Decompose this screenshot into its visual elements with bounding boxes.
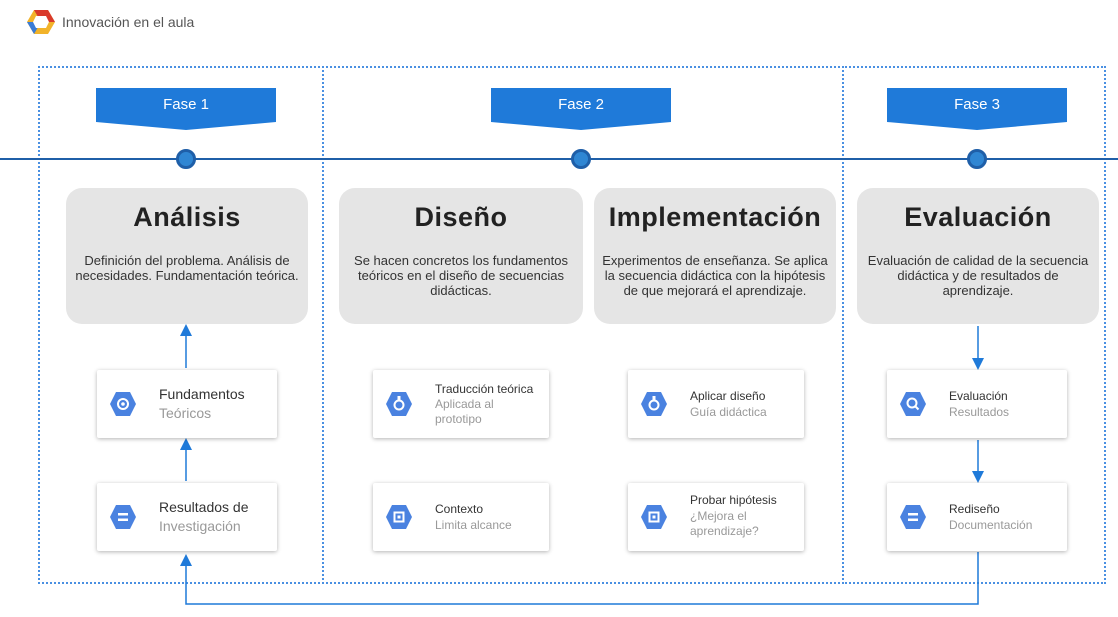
card-rediseno: Rediseño Documentación	[887, 483, 1067, 551]
timeline-line	[0, 158, 1118, 160]
stage-diseno: Diseño Se hacen concretos los fundamento…	[339, 188, 583, 324]
banner-shape	[491, 88, 671, 130]
card-title: Fundamentos	[159, 386, 245, 402]
card-title: Contexto	[435, 502, 484, 516]
card-subtitle-line2: prototipo	[435, 412, 482, 426]
phase-label: Fase 2	[558, 96, 604, 113]
phase-panel-3	[842, 66, 1106, 584]
chip-icon	[386, 505, 412, 529]
flask-icon	[386, 392, 412, 416]
card-aplicar-diseno: Aplicar diseño Guía didáctica	[628, 370, 804, 438]
chip-icon	[641, 505, 667, 529]
card-traduccion: Traducción teórica Aplicada al prototipo	[373, 370, 549, 438]
stage-description: Evaluación de calidad de la secuencia di…	[867, 253, 1089, 298]
equals-icon	[900, 505, 926, 529]
card-subtitle: Guía didáctica	[690, 405, 767, 419]
stage-title: Evaluación	[904, 202, 1052, 232]
equals-icon	[110, 505, 136, 529]
stage-title: Análisis	[133, 202, 241, 232]
timeline-node-2	[571, 149, 591, 169]
hexagon-logo-icon	[27, 10, 55, 34]
card-subtitle: Resultados	[949, 405, 1010, 419]
card-evaluacion: Evaluación Resultados	[887, 370, 1067, 438]
app-header: Innovación en el aula	[26, 6, 426, 36]
card-resultados: Resultados de Investigación	[97, 483, 277, 551]
stage-analisis: Análisis Definición del problema. Anális…	[66, 188, 308, 324]
card-title: Aplicar diseño	[690, 389, 766, 403]
card-title: Rediseño	[949, 502, 1000, 516]
card-title: Resultados de	[159, 499, 249, 515]
card-subtitle: ¿Mejora el	[690, 509, 747, 523]
stage-evaluacion: Evaluación Evaluación de calidad de la s…	[857, 188, 1099, 324]
card-fundamentos: Fundamentos Teóricos	[97, 370, 277, 438]
card-subtitle-line2: aprendizaje?	[690, 524, 759, 538]
phase-banner-3: Fase 3	[887, 88, 1067, 130]
banner-shape	[887, 88, 1067, 130]
search-icon	[900, 392, 926, 416]
timeline-node-3	[967, 149, 987, 169]
phase-label: Fase 3	[954, 96, 1000, 113]
card-subtitle: Aplicada al	[435, 397, 494, 411]
stage-title: Diseño	[414, 202, 508, 232]
app-title: Innovación en el aula	[62, 14, 195, 30]
stage-implementacion: Implementación Experimentos de enseñanza…	[594, 188, 836, 324]
card-title: Evaluación	[949, 389, 1008, 403]
card-subtitle: Limita alcance	[435, 518, 512, 532]
stage-description: Definición del problema. Análisis de nec…	[75, 253, 299, 283]
card-subtitle: Investigación	[159, 518, 241, 534]
flask-icon	[641, 392, 667, 416]
gear-icon	[110, 392, 136, 416]
card-title: Traducción teórica	[435, 382, 534, 396]
phase-banner-2: Fase 2	[491, 88, 671, 130]
stage-title: Implementación	[608, 202, 822, 232]
card-title: Probar hipótesis	[690, 493, 777, 507]
phase-label: Fase 1	[163, 96, 209, 113]
stage-description: Se hacen concretos los fundamentos teóri…	[354, 253, 568, 298]
phase-banner-1: Fase 1	[96, 88, 276, 130]
stage-description: Experimentos de enseñanza. Se aplica la …	[602, 253, 828, 298]
card-subtitle: Teóricos	[159, 405, 212, 421]
card-probar-hipotesis: Probar hipótesis ¿Mejora el aprendizaje?	[628, 483, 804, 551]
timeline-node-1	[176, 149, 196, 169]
card-contexto: Contexto Limita alcance	[373, 483, 549, 551]
banner-shape	[96, 88, 276, 130]
card-subtitle: Documentación	[949, 518, 1033, 532]
